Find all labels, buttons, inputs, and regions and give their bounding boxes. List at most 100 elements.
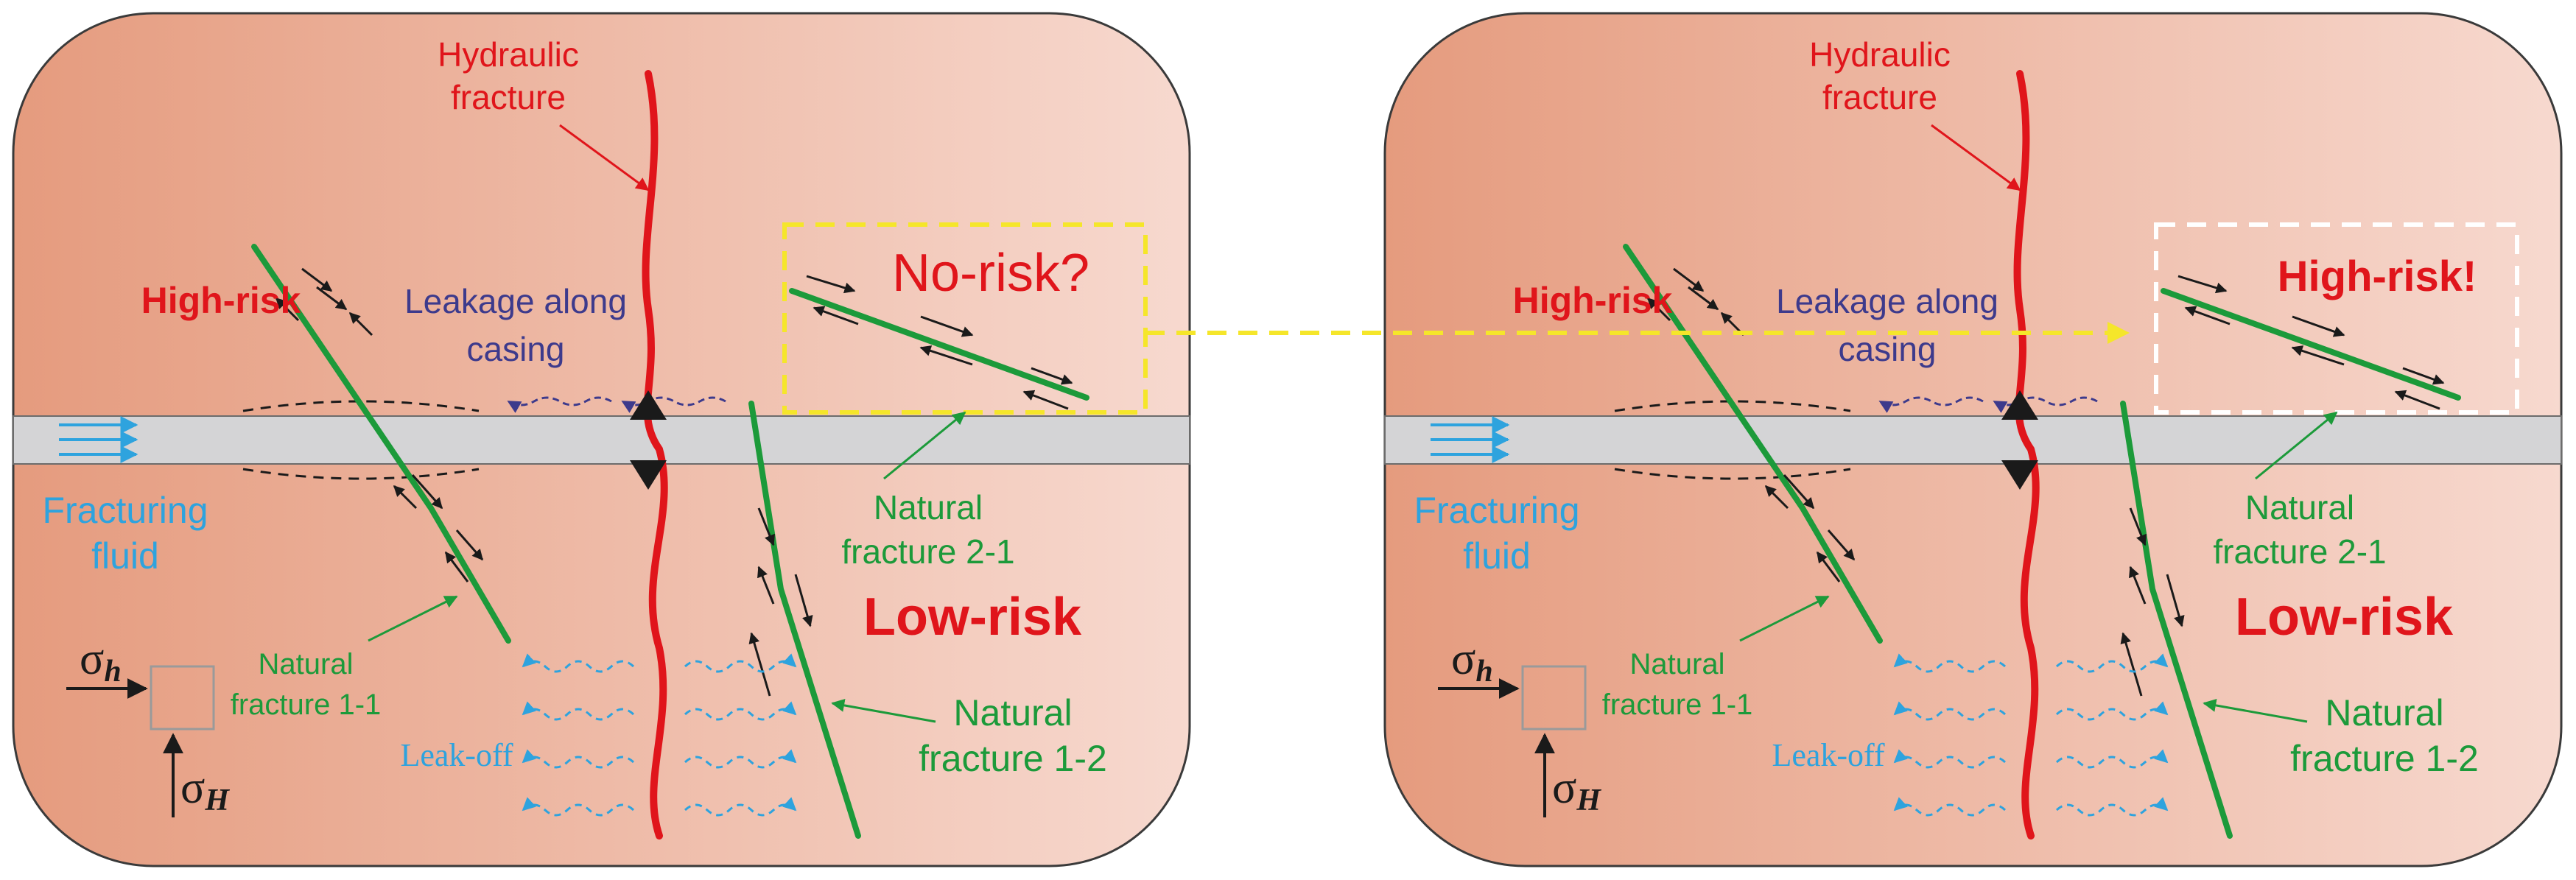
shear-slip-arrow <box>794 574 813 627</box>
leak-off-arrow-right <box>684 749 797 769</box>
nf11-pointer <box>368 595 458 642</box>
leakage-label-line2: casing <box>467 330 565 368</box>
wellbore-casing <box>1384 415 2562 465</box>
fluid-label-line1: Fracturing <box>42 490 208 531</box>
casing-leakage-arrow <box>507 396 612 413</box>
low-risk-label: Low-risk <box>863 588 1082 647</box>
shear-slip-arrow <box>301 267 333 292</box>
nf11-pointer <box>1739 595 1830 642</box>
shear-slip-arrow <box>2184 306 2231 325</box>
shear-slip-arrow <box>1783 474 1815 510</box>
low-risk-label: Low-risk <box>2235 588 2454 647</box>
nf21-pointer <box>883 411 966 480</box>
fracture-opening-upper <box>630 390 667 420</box>
nf11-label-line1: Natural <box>1630 648 1725 680</box>
hydraulic-fracture-label-line2: fracture <box>451 78 566 116</box>
sigma-h-label: σh <box>1451 634 1493 689</box>
fluid-label-line1: Fracturing <box>1414 490 1579 531</box>
leakoff-label: Leak-off <box>1772 737 1884 773</box>
sigma-H-label: σH <box>1552 763 1601 817</box>
fluid-label-line2: fluid <box>1463 535 1531 577</box>
leak-off-arrow-left <box>522 797 635 817</box>
shear-slip-arrow <box>920 315 974 337</box>
nf12-pointer <box>831 698 936 723</box>
stress-element <box>150 665 215 731</box>
nf12-label-line1: Natural <box>2325 692 2443 733</box>
nf12-label-line2: fracture 1-2 <box>919 738 1107 779</box>
nf12-label-line2: fracture 1-2 <box>2290 738 2479 779</box>
natural-fracture-1-2 <box>748 401 861 839</box>
shear-slip-arrow <box>2402 367 2445 385</box>
leak-off-arrow-right <box>684 701 797 721</box>
shear-slip-arrow <box>2177 275 2228 294</box>
nf11-label-line2: fracture 1-1 <box>1602 689 1753 721</box>
fracture-opening-upper <box>2001 390 2038 420</box>
high-risk-label: High-risk <box>141 280 301 321</box>
box-risk-label: High-risk! <box>2278 253 2477 300</box>
shear-slip-arrow <box>1816 551 1841 582</box>
hydraulic-fracture-label-line1: Hydraulic <box>438 35 579 74</box>
box-risk-label: No-risk? <box>892 244 1089 303</box>
hydraulic-fracture-label-line2: fracture <box>1822 78 1937 116</box>
shear-slip-arrow <box>2129 507 2147 546</box>
leak-off-arrow-right <box>2055 701 2169 721</box>
stress-element <box>1521 665 1587 731</box>
nf21-label-line1: Natural <box>2245 488 2354 527</box>
shear-slip-arrow <box>2166 574 2185 627</box>
natural-fracture-1-1 <box>251 244 511 644</box>
leak-off-arrow-left <box>1893 797 2007 817</box>
leak-off-arrow-right <box>2055 797 2169 817</box>
nf11-label-line1: Natural <box>259 648 354 680</box>
leakage-label-line1: Leakage along <box>404 282 627 320</box>
shear-slip-arrow <box>757 566 775 605</box>
natural-fracture-2-1 <box>789 288 1089 401</box>
hydraulic-fracture-label-line1: Hydraulic <box>1809 35 1951 74</box>
natural-fracture-2-1 <box>2161 288 2461 401</box>
hydraulic-fracture-pointer <box>1931 124 2021 191</box>
shear-slip-arrow <box>444 551 469 582</box>
leakoff-label: Leak-off <box>400 737 513 773</box>
shear-slip-arrow <box>1022 390 1069 410</box>
shear-slip-arrow <box>757 507 775 546</box>
shear-slip-arrow <box>2291 345 2345 366</box>
fluid-label-line2: fluid <box>91 535 159 577</box>
shear-slip-arrow <box>806 275 856 294</box>
leak-off-arrow-left <box>522 653 635 673</box>
hydraulic-fracture-pointer <box>559 124 650 191</box>
shear-slip-arrow <box>411 474 443 510</box>
shear-slip-arrow <box>2394 390 2440 410</box>
shear-slip-arrow <box>348 311 373 337</box>
fracture-opening-lower <box>630 460 667 490</box>
nf21-label-line2: fracture 2-1 <box>2213 532 2386 571</box>
shear-slip-arrow <box>748 632 771 697</box>
casing-leakage-arrow <box>1878 396 1984 413</box>
shear-slip-arrow <box>813 306 859 325</box>
leakage-label-line1: Leakage along <box>1776 282 1998 320</box>
shear-slip-arrow <box>455 529 484 561</box>
natural-fracture-1-2 <box>2120 401 2233 839</box>
shear-slip-arrow <box>1827 529 1856 561</box>
shear-slip-arrow <box>275 297 300 322</box>
leak-off-arrow-right <box>2055 653 2169 673</box>
nf21-pointer <box>2255 411 2338 480</box>
leak-off-arrow-left <box>522 701 635 721</box>
shear-slip-arrow <box>1646 297 1671 322</box>
shear-slip-arrow <box>393 485 418 510</box>
leak-off-arrow-left <box>1893 749 2007 769</box>
shear-slip-arrow <box>1688 286 1719 311</box>
nf21-label-line1: Natural <box>874 488 983 527</box>
high-risk-label: High-risk <box>1513 280 1673 321</box>
nf12-label-line1: Natural <box>953 692 1072 733</box>
wellbore-casing <box>13 415 1190 465</box>
sigma-h-label: σh <box>80 634 122 689</box>
shear-slip-arrow <box>2129 566 2147 605</box>
sigma-H-label: σH <box>180 763 230 817</box>
leak-off-arrow-left <box>522 749 635 769</box>
leak-off-arrow-left <box>1893 701 2007 721</box>
leak-off-arrow-left <box>1893 653 2007 673</box>
leak-off-arrow-right <box>684 653 797 673</box>
shear-slip-arrow <box>1673 267 1705 292</box>
